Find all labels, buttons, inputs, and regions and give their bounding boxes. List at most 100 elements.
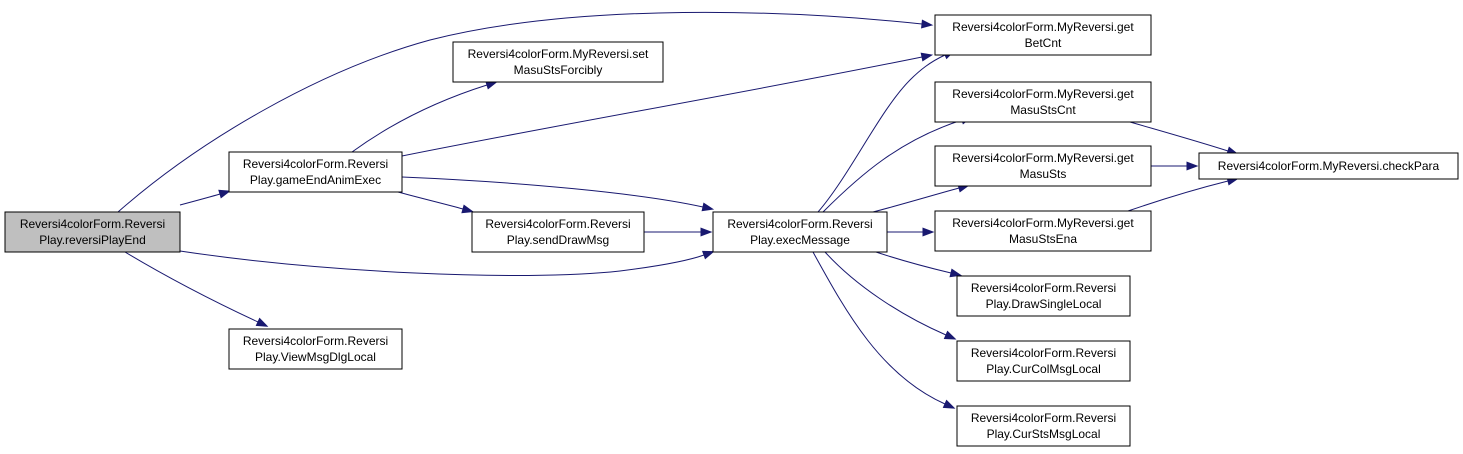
node-label-line: BetCnt <box>1025 36 1062 50</box>
node-execMessage[interactable]: Reversi4colorForm.ReversiPlay.execMessag… <box>712 211 888 253</box>
node-label-line: Reversi4colorForm.Reversi <box>971 346 1116 360</box>
node-label-line: Play.reversiPlayEnd <box>39 233 146 247</box>
edge-line <box>817 54 946 213</box>
arrowhead-icon <box>943 330 957 340</box>
edge-line <box>351 84 488 153</box>
node-box <box>956 405 1131 447</box>
edge-line <box>397 191 464 210</box>
edge-line <box>401 176 704 208</box>
edge-reversiPlayEnd-to-execMessage <box>179 250 715 277</box>
node-reversiPlayEnd[interactable]: Reversi4colorForm.ReversiPlay.reversiPla… <box>4 211 181 253</box>
node-getMasuStsCnt[interactable]: Reversi4colorForm.MyReversi.getMasuStsCn… <box>934 81 1152 123</box>
node-box <box>956 340 1131 382</box>
edge-execMessage-to-curStsMsgLocal <box>812 251 956 409</box>
node-box <box>956 275 1131 317</box>
edge-gameEndAnimExec-to-execMessage <box>401 176 715 212</box>
edge-sendDrawMsg-to-execMessage <box>643 227 713 237</box>
node-label-line: Reversi4colorForm.Reversi <box>243 157 388 171</box>
node-label-line: Reversi4colorForm.Reversi <box>20 217 165 231</box>
node-drawSingleLocal[interactable]: Reversi4colorForm.ReversiPlay.DrawSingle… <box>956 275 1131 317</box>
arrowhead-icon <box>942 399 956 409</box>
node-getMasuStsEna[interactable]: Reversi4colorForm.MyReversi.getMasuStsEn… <box>934 210 1152 252</box>
node-label-line: Play.gameEndAnimExec <box>250 173 381 187</box>
edge-line <box>1127 180 1229 212</box>
node-label-line: Reversi4colorForm.Reversi <box>243 334 388 348</box>
node-label-line: Reversi4colorForm.MyReversi.checkPara <box>1218 159 1440 173</box>
node-label-line: Play.CurStsMsgLocal <box>987 427 1101 441</box>
node-box <box>934 145 1152 187</box>
arrowhead-icon <box>255 317 269 327</box>
node-label-line: Reversi4colorForm.MyReversi.get <box>952 20 1134 34</box>
edge-execMessage-to-getBetCnt <box>817 50 956 213</box>
edge-line <box>872 187 960 213</box>
node-box <box>228 328 403 370</box>
arrowhead-icon <box>702 250 715 260</box>
node-layer: Reversi4colorForm.ReversiPlay.reversiPla… <box>4 14 1459 447</box>
edge-line <box>179 193 221 206</box>
edge-line <box>812 251 946 405</box>
node-box <box>228 151 403 193</box>
arrowhead-icon <box>921 19 934 29</box>
node-label-line: Play.CurColMsgLocal <box>986 362 1101 376</box>
node-box <box>934 14 1152 56</box>
node-box <box>712 211 888 253</box>
node-setMasuStsForcibly[interactable]: Reversi4colorForm.MyReversi.setMasuStsFo… <box>452 41 664 83</box>
edge-line <box>1129 121 1229 152</box>
node-label-line: Reversi4colorForm.MyReversi.get <box>952 151 1134 165</box>
arrowhead-icon <box>701 202 715 212</box>
node-label-line: MasuSts <box>1020 167 1067 181</box>
arrowhead-icon <box>1186 161 1199 171</box>
node-label-line: MasuStsEna <box>1009 232 1077 246</box>
node-sendDrawMsg[interactable]: Reversi4colorForm.ReversiPlay.sendDrawMs… <box>471 211 645 253</box>
edge-reversiPlayEnd-to-getBetCnt <box>117 11 934 213</box>
arrowhead-icon <box>700 227 713 237</box>
node-label-line: Reversi4colorForm.Reversi <box>485 217 630 231</box>
arrowhead-icon <box>461 204 474 214</box>
node-label-line: Play.ViewMsgDlgLocal <box>255 350 376 364</box>
node-label-line: Reversi4colorForm.MyReversi.get <box>952 87 1134 101</box>
node-label-line: Play.execMessage <box>750 233 850 247</box>
node-gameEndAnimExec[interactable]: Reversi4colorForm.ReversiPlay.gameEndAni… <box>228 151 403 193</box>
node-label-line: Reversi4colorForm.Reversi <box>727 217 872 231</box>
node-label-line: Reversi4colorForm.Reversi <box>971 281 1116 295</box>
node-box <box>471 211 645 253</box>
edge-execMessage-to-curColMsgLocal <box>824 251 957 340</box>
arrowhead-icon <box>949 268 963 278</box>
node-label-line: Play.DrawSingleLocal <box>986 297 1102 311</box>
node-box <box>452 41 664 83</box>
edge-gameEndAnimExec-to-sendDrawMsg <box>397 191 474 214</box>
node-label-line: Play.sendDrawMsg <box>507 233 609 247</box>
edge-execMessage-to-getMasuStsEna <box>886 227 935 237</box>
node-label-line: Reversi4colorForm.Reversi <box>971 411 1116 425</box>
node-box <box>4 211 181 253</box>
edge-line <box>401 56 923 157</box>
edge-getMasuSts-to-checkPara <box>1151 161 1199 171</box>
arrowhead-icon <box>922 227 935 237</box>
node-checkPara[interactable]: Reversi4colorForm.MyReversi.checkPara <box>1198 152 1459 180</box>
edge-execMessage-to-drawSingleLocal <box>875 251 963 278</box>
node-box <box>934 81 1152 123</box>
node-label-line: Reversi4colorForm.MyReversi.set <box>468 47 649 61</box>
node-box <box>934 210 1152 252</box>
edge-reversiPlayEnd-to-viewMsgDlgLocal <box>124 251 269 327</box>
arrowhead-icon <box>920 52 934 62</box>
edge-line <box>117 11 923 213</box>
node-label-line: MasuStsForcibly <box>514 63 603 77</box>
node-label-line: MasuStsCnt <box>1010 103 1076 117</box>
node-box <box>1198 152 1459 180</box>
node-curStsMsgLocal[interactable]: Reversi4colorForm.ReversiPlay.CurStsMsgL… <box>956 405 1131 447</box>
edge-line <box>179 250 705 277</box>
node-viewMsgDlgLocal[interactable]: Reversi4colorForm.ReversiPlay.ViewMsgDlg… <box>228 328 403 370</box>
edge-line <box>875 251 952 274</box>
node-curColMsgLocal[interactable]: Reversi4colorForm.ReversiPlay.CurColMsgL… <box>956 340 1131 382</box>
arrowhead-icon <box>218 189 231 199</box>
edge-reversiPlayEnd-to-gameEndAnimExec <box>179 189 231 206</box>
edge-gameEndAnimExec-to-getBetCnt <box>401 52 934 157</box>
edge-line <box>824 251 947 336</box>
edge-execMessage-to-getMasuSts <box>872 183 970 213</box>
edge-line <box>822 119 963 213</box>
node-label-line: Reversi4colorForm.MyReversi.get <box>952 216 1134 230</box>
